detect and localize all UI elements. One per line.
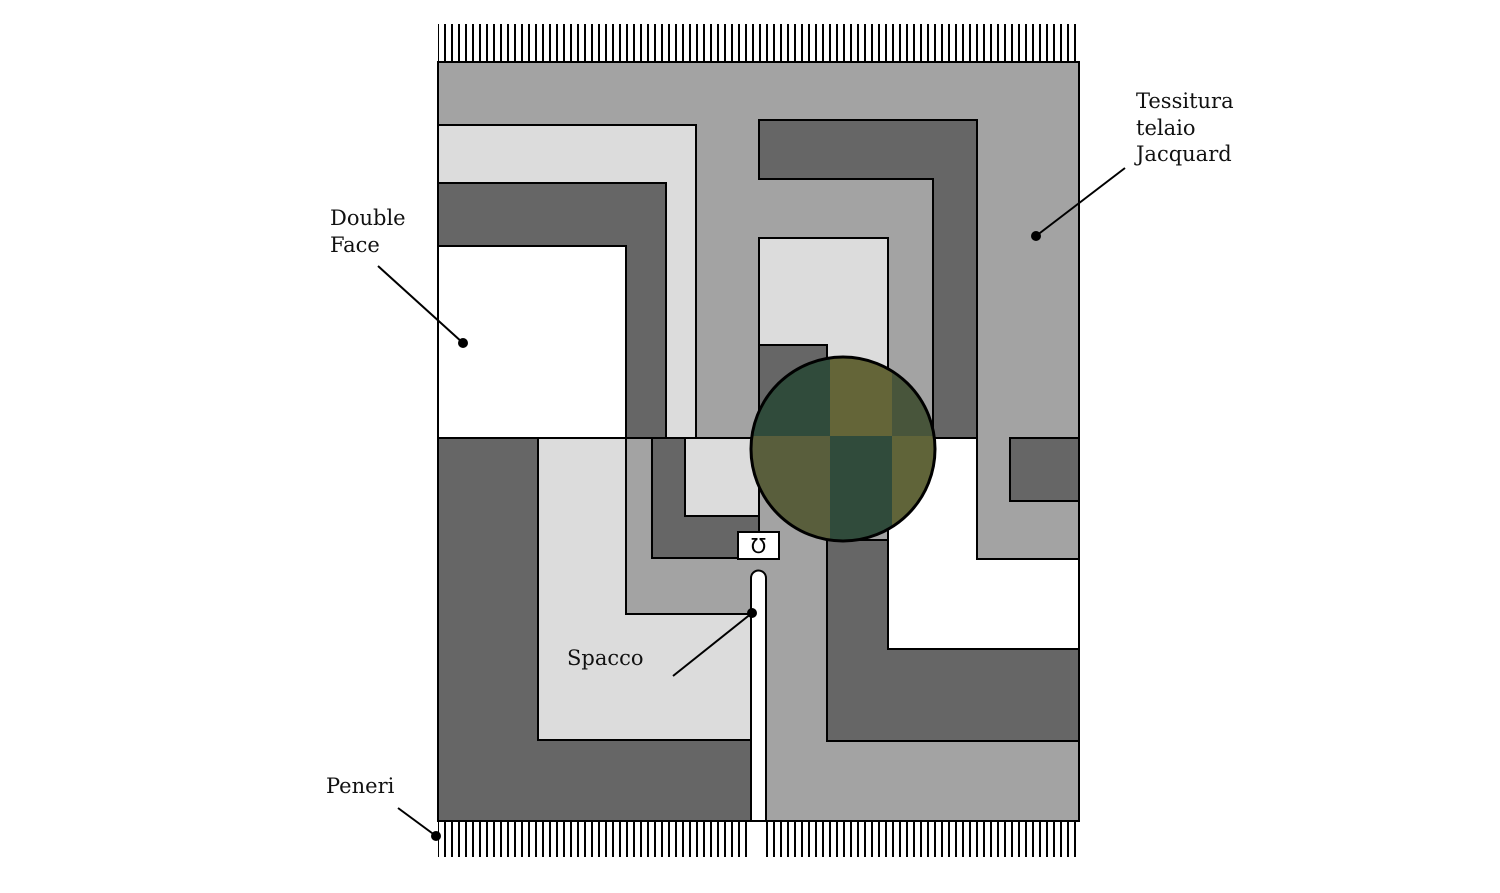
double-face-label-line2: Face — [330, 233, 380, 257]
peneri-dot — [431, 831, 441, 841]
hook-box — [737, 531, 780, 560]
peneri-label: Peneri — [326, 774, 395, 798]
spacco-slit — [750, 569, 767, 822]
bottom-fringe-right — [766, 821, 1079, 857]
swatch-border — [749, 355, 937, 543]
tessitura-label-line1: Tessitura — [1136, 89, 1234, 113]
bottom-fringe-left — [438, 821, 751, 857]
tessitura-label-line2: telaio — [1136, 116, 1195, 140]
rug-outline — [437, 61, 1080, 822]
hook-icon: Ʊ — [751, 534, 766, 558]
double-face-dot — [458, 338, 468, 348]
tessitura-label-line3: Jacquard — [1134, 142, 1232, 166]
double-face-label-line1: Double — [330, 206, 406, 230]
leader-lines — [377, 167, 1126, 837]
rug-body — [437, 61, 1080, 822]
top-fringe — [438, 24, 1079, 62]
spacco-dot — [747, 608, 757, 618]
tessitura-dot — [1031, 231, 1041, 241]
spacco-label: Spacco — [567, 646, 644, 670]
